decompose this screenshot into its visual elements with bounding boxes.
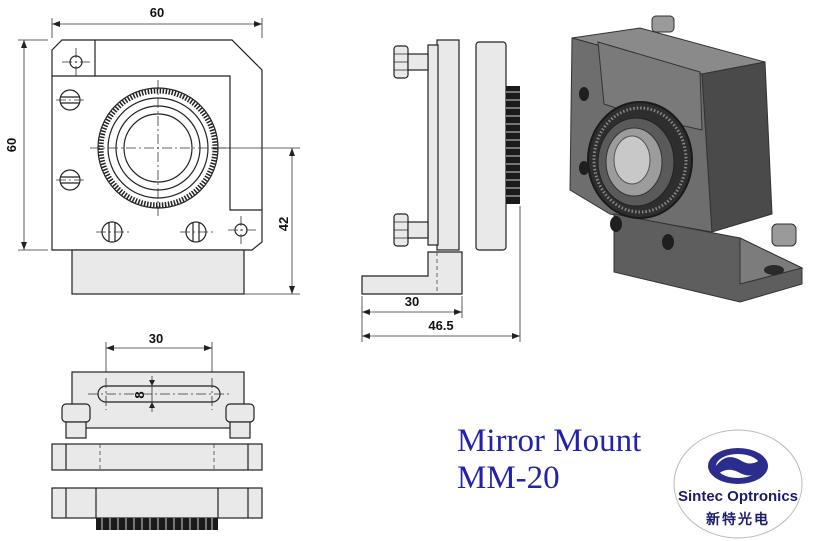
product-title: Mirror Mount: [457, 423, 642, 459]
front-view: 60 60 42: [4, 5, 300, 295]
dim-side-base: 30: [405, 294, 419, 309]
sintec-logo: Sintec Optronics 新特光电: [673, 429, 803, 539]
logo-brand: Sintec Optronics: [678, 488, 798, 505]
dim-front-height: 60: [4, 138, 19, 152]
knob-bottom: [393, 213, 429, 247]
dim-front-center-height: 42: [276, 217, 291, 231]
mount-3d-render: [569, 15, 804, 303]
product-model: MM-20: [457, 460, 560, 496]
logo-chinese: 新特光电: [706, 511, 770, 528]
dim-bottom-slot-length: 30: [149, 331, 163, 346]
logo-mark-icon: [708, 448, 768, 484]
dim-side-depth: 46.5: [428, 318, 453, 333]
knob-top: [393, 45, 429, 79]
bottom-view: 30 8: [51, 331, 263, 530]
side-view: 30 46.5: [361, 39, 521, 342]
dim-bottom-slot-width: 8: [132, 391, 147, 398]
dim-front-width: 60: [150, 5, 164, 20]
